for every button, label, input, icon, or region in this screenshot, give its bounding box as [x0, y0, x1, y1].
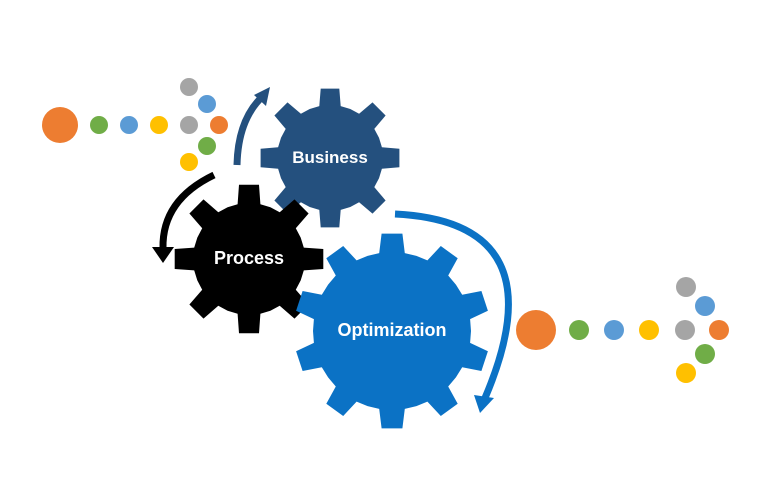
gray-dot [180, 116, 198, 134]
green-dot [198, 137, 216, 155]
business-gear: Business [260, 88, 400, 228]
orange-dot [516, 310, 556, 350]
blue-dot [198, 95, 216, 113]
gray-dot [675, 320, 695, 340]
right-dot-trail [516, 277, 729, 383]
green-dot [695, 344, 715, 364]
yellow-dot [150, 116, 168, 134]
blue-dot [120, 116, 138, 134]
orange-dot [210, 116, 228, 134]
left-dot-trail [42, 78, 228, 171]
yellow-dot [676, 363, 696, 383]
gray-dot [180, 78, 198, 96]
blue-dot [604, 320, 624, 340]
orange-dot [42, 107, 78, 143]
blue-dot [695, 296, 715, 316]
optimization-curved-arrow [394, 210, 512, 413]
yellow-dot [180, 153, 198, 171]
process-gear: Process [174, 184, 324, 334]
process-curved-arrow [152, 171, 216, 263]
gray-dot [676, 277, 696, 297]
orange-dot [709, 320, 729, 340]
business-curved-arrow [233, 87, 270, 166]
business-gear-label: Business [292, 148, 368, 167]
green-dot [569, 320, 589, 340]
optimization-gear: Optimization [296, 233, 488, 429]
green-dot [90, 116, 108, 134]
process-gear-label: Process [214, 248, 284, 268]
yellow-dot [639, 320, 659, 340]
optimization-gear-label: Optimization [338, 320, 447, 340]
